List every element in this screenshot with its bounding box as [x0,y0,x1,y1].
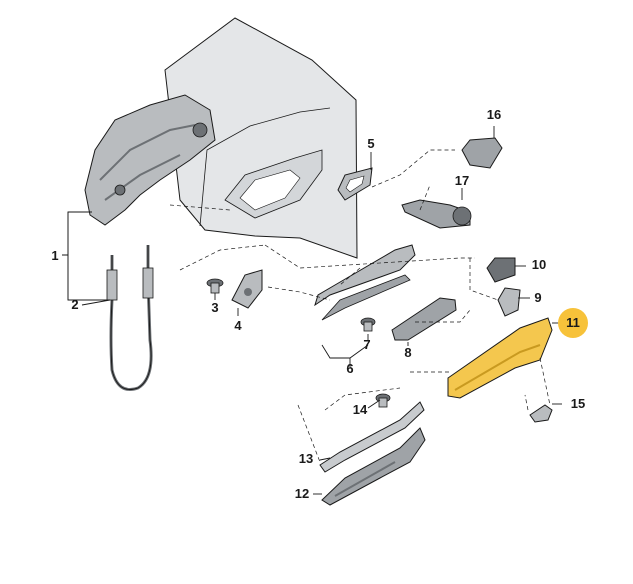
handle-carrier-part-6 [314,244,416,321]
label-4: 4 [234,318,242,333]
cable-part-2 [106,245,154,391]
label-2: 2 [71,297,79,312]
lock-cylinder-part-8 [391,297,457,341]
clip-part-15 [529,404,553,423]
label-15: 15 [570,396,586,411]
trim-part-13 [319,401,425,473]
label-13: 13 [298,451,314,466]
label-17: 17 [454,173,470,188]
label-10: 10 [531,257,547,272]
cap-part-16 [461,137,503,169]
lock-mechanism-part-1 [84,94,216,226]
label-16: 16 [486,107,502,122]
label-11-highlighted: 11 [558,308,588,338]
bezel-part-5 [337,167,373,201]
label-9: 9 [534,290,542,305]
clip-part-10 [486,257,516,283]
cover-cap-part-4 [231,269,263,309]
label-12: 12 [294,486,310,501]
label-7: 7 [363,337,371,352]
bracket-part-9 [497,287,521,317]
label-14: 14 [352,402,368,417]
assembly-lines [169,149,551,463]
lock-part-17 [401,199,472,229]
label-3: 3 [211,300,219,315]
label-5: 5 [367,136,375,151]
label-8: 8 [404,345,412,360]
door-panel [164,17,358,259]
handle-cover-part-12 [321,427,426,506]
recess-inner [239,169,301,211]
screw-part-7 [360,317,376,332]
label-1: 1 [51,248,59,263]
screw-part-3 [206,278,224,294]
label-6: 6 [346,361,354,376]
door-edge [199,107,331,227]
leader-lines [62,126,564,495]
handle-part-11 [447,317,553,399]
screw-part-14 [375,393,391,408]
